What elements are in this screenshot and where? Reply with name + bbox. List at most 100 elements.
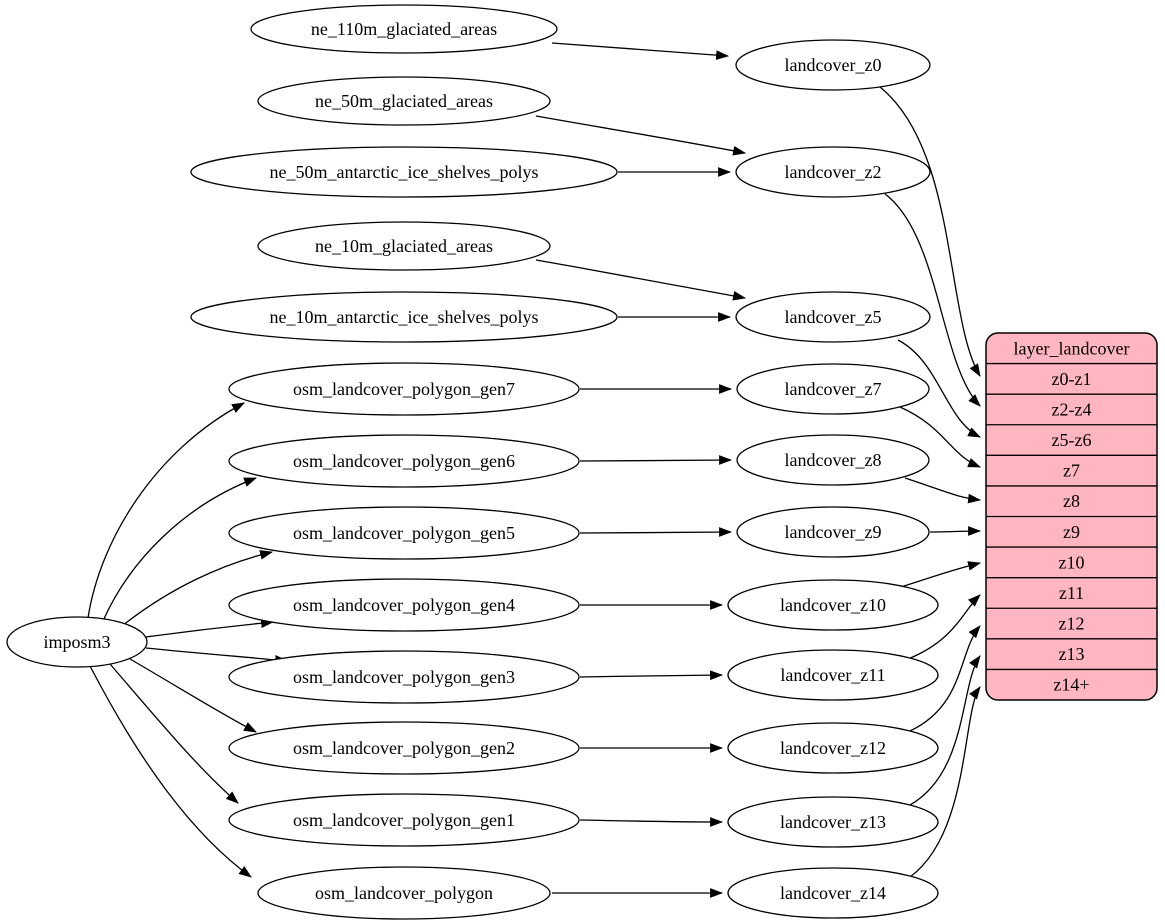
imposm3-shape bbox=[6, 616, 148, 668]
edge-imposm3-to-osm_landcover_polygon_gen5 bbox=[121, 550, 274, 627]
landcover_z5-label: landcover_z5 bbox=[785, 307, 882, 327]
table-row-z2-z4: z2-z4 bbox=[986, 393, 1157, 419]
node-landcover_z11: landcover_z11 bbox=[727, 649, 939, 701]
landcover_z11-label: landcover_z11 bbox=[780, 665, 885, 685]
node-landcover_z12: landcover_z12 bbox=[727, 722, 939, 774]
node-osm_landcover_polygon_gen6: osm_landcover_polygon_gen6 bbox=[228, 434, 580, 488]
ne_50m_antarctic_ice_shelves_polys-shape bbox=[190, 146, 618, 198]
table-row-label-z2-z4: z2-z4 bbox=[1052, 399, 1092, 419]
table-row-z12: z12 bbox=[986, 607, 1157, 634]
node-landcover_z14: landcover_z14 bbox=[727, 867, 939, 919]
table-row-z14+: z14+ bbox=[986, 668, 1157, 695]
osm_landcover_polygon_gen6-shape bbox=[228, 434, 580, 488]
edge-ne_50m_glaciated_areas-to-landcover_z2 bbox=[535, 115, 747, 156]
landcover_z13-shape bbox=[727, 796, 939, 848]
table-row-z8: z8 bbox=[986, 485, 1157, 511]
node-imposm3: imposm3 bbox=[6, 616, 148, 668]
node-ne_10m_glaciated_areas: ne_10m_glaciated_areas bbox=[257, 221, 551, 271]
osm_landcover_polygon_gen4-label: osm_landcover_polygon_gen4 bbox=[293, 595, 515, 615]
edge-ne_110m_glaciated_areas-to-landcover_z0 bbox=[551, 42, 730, 60]
edge-landcover_z8-to-layer_landcover-z8 bbox=[904, 477, 982, 504]
landcover_z0-label: landcover_z0 bbox=[785, 55, 882, 75]
table-row-z13: z13 bbox=[986, 638, 1157, 664]
osm_landcover_polygon-label: osm_landcover_polygon bbox=[315, 883, 493, 903]
node-landcover_z13: landcover_z13 bbox=[727, 796, 939, 848]
osm_landcover_polygon_gen6-label: osm_landcover_polygon_gen6 bbox=[293, 451, 515, 471]
imposm3-label: imposm3 bbox=[43, 632, 110, 652]
landcover_z9-shape bbox=[736, 506, 930, 558]
edge-layer bbox=[87, 42, 982, 898]
edge-imposm3-to-osm_landcover_polygon_gen2 bbox=[129, 658, 257, 733]
landcover_z8-shape bbox=[736, 434, 930, 486]
node-ne_50m_antarctic_ice_shelves_polys: ne_50m_antarctic_ice_shelves_polys bbox=[190, 146, 618, 198]
node-landcover_z5: landcover_z5 bbox=[735, 291, 931, 343]
landcover_z7-shape bbox=[736, 363, 930, 415]
edge-landcover_z11-to-layer_landcover-z11 bbox=[907, 594, 981, 660]
ne_110m_glaciated_areas-label: ne_110m_glaciated_areas bbox=[311, 19, 497, 39]
table-row-label-z7: z7 bbox=[1063, 461, 1080, 481]
landcover_z5-shape bbox=[735, 291, 931, 343]
edge-osm_landcover_polygon_gen1-to-landcover_z13 bbox=[579, 817, 724, 827]
node-osm_landcover_polygon_gen4: osm_landcover_polygon_gen4 bbox=[228, 578, 580, 632]
node-osm_landcover_polygon_gen3: osm_landcover_polygon_gen3 bbox=[228, 650, 580, 704]
node-landcover_z7: landcover_z7 bbox=[736, 363, 930, 415]
edge-landcover_z14-to-layer_landcover-z14+ bbox=[909, 686, 981, 878]
table-row-label-z8: z8 bbox=[1063, 491, 1080, 511]
osm_landcover_polygon_gen1-shape bbox=[228, 793, 580, 847]
osm_landcover_polygon_gen7-shape bbox=[228, 362, 580, 416]
ne_50m_antarctic_ice_shelves_polys-label: ne_50m_antarctic_ice_shelves_polys bbox=[270, 162, 539, 182]
table-row-label-z9: z9 bbox=[1063, 522, 1080, 542]
ne_110m_glaciated_areas-shape bbox=[250, 4, 558, 54]
table-row-z0-z1: z0-z1 bbox=[986, 362, 1157, 389]
osm_landcover_polygon-shape bbox=[257, 866, 551, 920]
edge-landcover_z0-to-layer_landcover-z0-z1 bbox=[879, 86, 981, 377]
edge-imposm3-to-osm_landcover_polygon_gen4 bbox=[145, 618, 275, 638]
node-landcover_z10: landcover_z10 bbox=[727, 579, 939, 631]
node-ne_50m_glaciated_areas: ne_50m_glaciated_areas bbox=[257, 76, 551, 126]
landcover_z9-label: landcover_z9 bbox=[785, 522, 882, 542]
landcover_z7-label: landcover_z7 bbox=[785, 379, 882, 399]
osm_landcover_polygon_gen7-label: osm_landcover_polygon_gen7 bbox=[293, 379, 515, 399]
edge-osm_landcover_polygon_gen5-to-landcover_z9 bbox=[579, 527, 733, 537]
osm_landcover_polygon_gen3-shape bbox=[228, 650, 580, 704]
edge-imposm3-to-osm_landcover_polygon_gen1 bbox=[109, 663, 239, 804]
ne_10m_antarctic_ice_shelves_polys-shape bbox=[190, 291, 618, 343]
landcover_z12-label: landcover_z12 bbox=[780, 738, 886, 758]
table-layer_landcover: layer_landcoverz0-z1z2-z4z5-z6z7z8z9z10z… bbox=[985, 332, 1158, 701]
node-ne_110m_glaciated_areas: ne_110m_glaciated_areas bbox=[250, 4, 558, 54]
landcover_z10-shape bbox=[727, 579, 939, 631]
osm_landcover_polygon_gen4-shape bbox=[228, 578, 580, 632]
edge-landcover_z12-to-layer_landcover-z12 bbox=[909, 625, 981, 732]
table-row-z7: z7 bbox=[986, 454, 1157, 481]
ne_10m_antarctic_ice_shelves_polys-label: ne_10m_antarctic_ice_shelves_polys bbox=[270, 307, 539, 327]
osm_landcover_polygon_gen1-label: osm_landcover_polygon_gen1 bbox=[293, 810, 515, 830]
table-row-label-z14+: z14+ bbox=[1053, 675, 1089, 695]
node-landcover_z9: landcover_z9 bbox=[736, 506, 930, 558]
table-row-label-z0-z1: z0-z1 bbox=[1052, 369, 1092, 389]
edge-osm_landcover_polygon_gen6-to-landcover_z8 bbox=[579, 455, 733, 465]
node-layer: imposm3 ne_110m_glaciated_areas ne_50m_gla… bbox=[6, 4, 939, 920]
table-row-label-z10: z10 bbox=[1059, 552, 1085, 572]
edge-imposm3-to-osm_landcover_polygon_gen3 bbox=[145, 647, 289, 665]
edge-landcover_z9-to-layer_landcover-z9 bbox=[929, 526, 982, 536]
ne_50m_glaciated_areas-label: ne_50m_glaciated_areas bbox=[315, 91, 493, 111]
node-landcover_z0: landcover_z0 bbox=[735, 39, 931, 91]
landcover_z2-shape bbox=[735, 146, 931, 198]
osm_landcover_polygon_gen2-label: osm_landcover_polygon_gen2 bbox=[293, 738, 515, 758]
edge-landcover_z10-to-layer_landcover-z10 bbox=[894, 561, 982, 590]
table-row-z10: z10 bbox=[986, 546, 1157, 572]
table-row-label-z5-z6: z5-z6 bbox=[1052, 430, 1092, 450]
edge-imposm3-to-osm_landcover_polygon_gen6 bbox=[102, 477, 258, 622]
landcover_z13-label: landcover_z13 bbox=[780, 812, 886, 832]
landcover_z10-label: landcover_z10 bbox=[780, 595, 886, 615]
edge-osm_landcover_polygon_gen3-to-landcover_z11 bbox=[579, 670, 724, 681]
edge-imposm3-to-osm_landcover_polygon_gen7 bbox=[87, 402, 245, 619]
osm_landcover_polygon_gen5-label: osm_landcover_polygon_gen5 bbox=[293, 523, 515, 543]
node-osm_landcover_polygon_gen7: osm_landcover_polygon_gen7 bbox=[228, 362, 580, 416]
node-osm_landcover_polygon_gen1: osm_landcover_polygon_gen1 bbox=[228, 793, 580, 847]
landcover_z8-label: landcover_z8 bbox=[785, 450, 882, 470]
table-row-z11: z11 bbox=[986, 577, 1157, 603]
ne_50m_glaciated_areas-shape bbox=[257, 76, 551, 126]
